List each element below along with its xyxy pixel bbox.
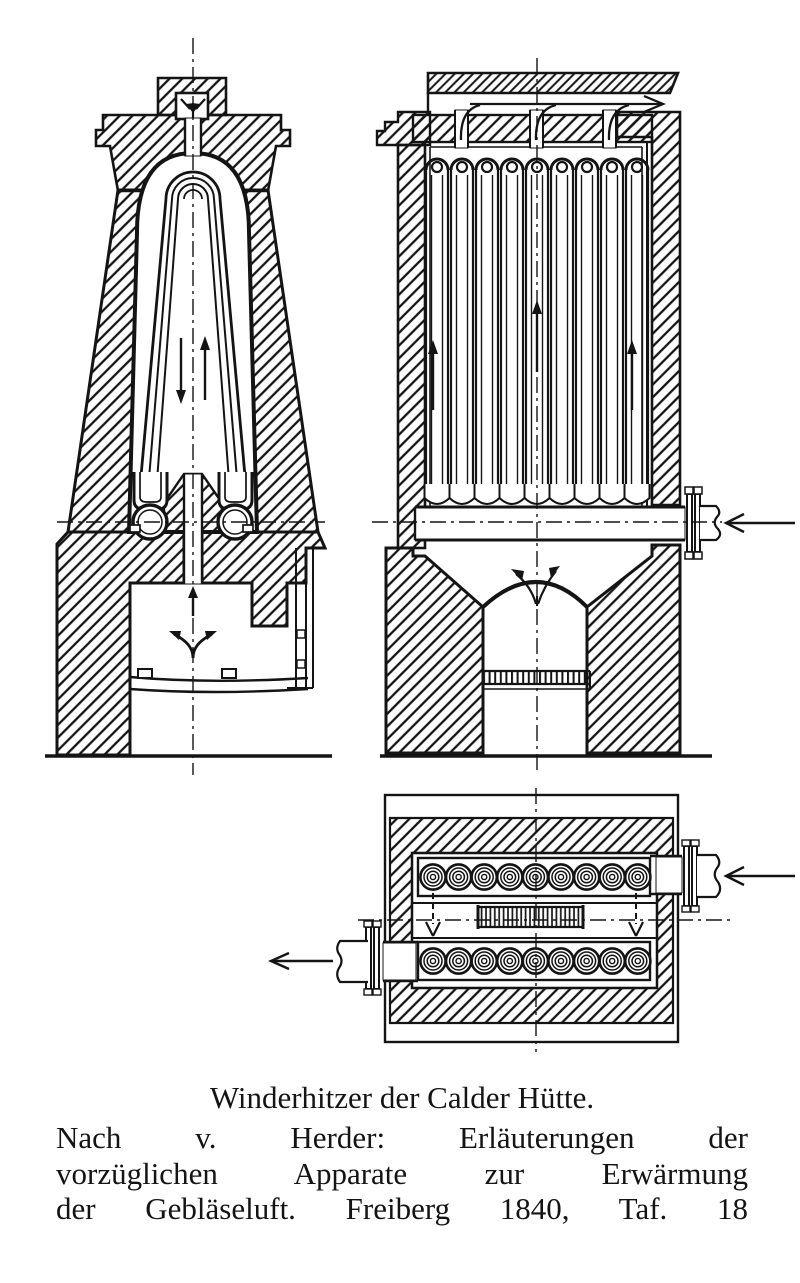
grate-left-view <box>129 668 309 694</box>
right-elevation-section <box>372 58 795 772</box>
exhaust-flow-arrows <box>459 94 666 141</box>
caption-source-line-1: Nach v. Herder: Erläuterungen der <box>56 1120 748 1155</box>
downdraft-arrow-left <box>425 893 441 937</box>
pipe-socket-right <box>217 472 254 511</box>
arch-flow-arrows <box>511 566 560 606</box>
grate-plan-view <box>476 905 585 929</box>
plan-section <box>268 788 795 1052</box>
air-rise-arrows <box>428 300 637 410</box>
fire-arch <box>481 580 589 609</box>
pipe-flange-right-view <box>684 486 722 560</box>
technical-drawing <box>45 38 795 1052</box>
blast-inlet-arrow <box>723 512 795 534</box>
caption: Winderhitzer der Calder Hütte. Nach v. H… <box>56 1080 748 1227</box>
caption-source-line-2: vorzüglichen Apparate zur Erwärmung <box>56 1155 748 1191</box>
caption-source-line-3: der Gebläseluft. Freiberg 1840, Taf. 18 <box>56 1191 748 1226</box>
flow-arrow-down <box>176 338 186 404</box>
inlet-arrow-plan <box>723 865 795 887</box>
caption-title: Winderhitzer der Calder Hütte. <box>209 1080 595 1115</box>
flow-arrow-up <box>200 336 210 400</box>
pipe-flange-plan-right <box>681 839 722 913</box>
downdraft-arrow-right <box>628 893 644 937</box>
outlet-arrow-plan <box>268 951 333 971</box>
left-elevation-section <box>45 38 332 775</box>
blast-header-pipe <box>413 505 686 542</box>
pipe-flange-plan-left <box>336 920 382 996</box>
